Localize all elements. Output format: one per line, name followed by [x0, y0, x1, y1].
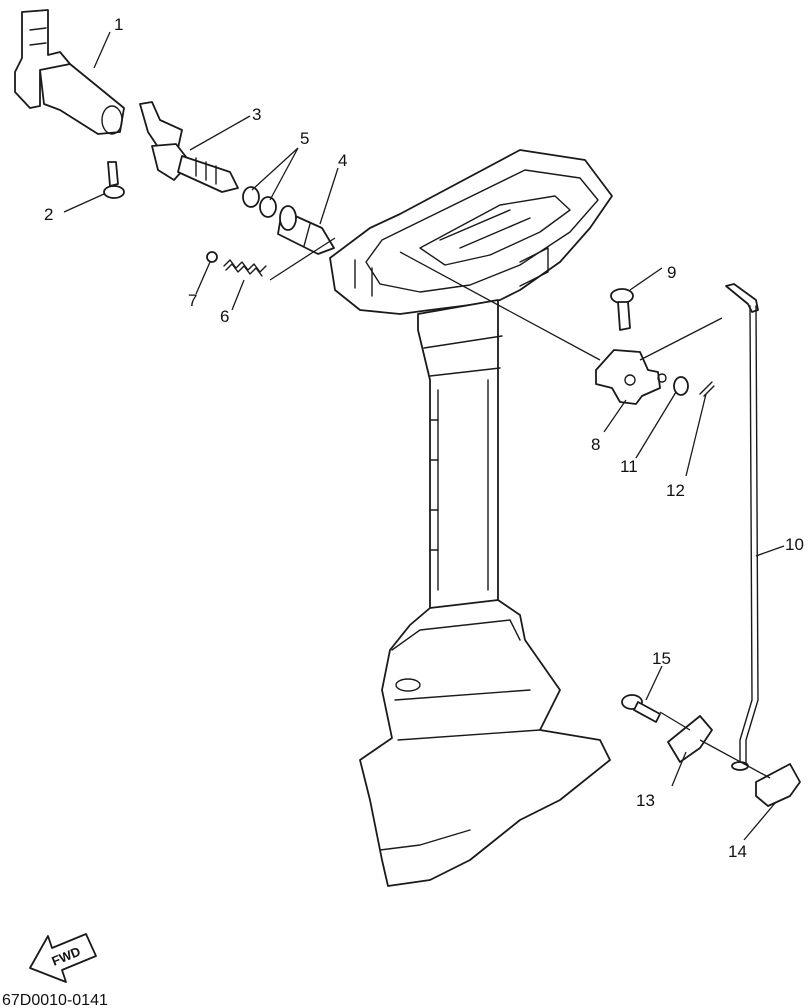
- bushing-part-4: [277, 205, 335, 255]
- bolt-part-2: [103, 161, 125, 199]
- ball-part-7: [206, 251, 218, 263]
- drive-shaft-housing: [329, 149, 613, 887]
- bolt-part-15: [621, 694, 661, 723]
- callout-2: 2: [44, 205, 53, 224]
- callout-12: 12: [666, 481, 685, 500]
- fwd-arrow: FWD: [29, 933, 97, 983]
- callout-4: 4: [338, 151, 347, 170]
- drawing-code: 67D0010-0141: [2, 992, 108, 1008]
- callout-5: 5: [300, 129, 309, 148]
- shift-rod-part-10: [725, 283, 759, 771]
- callout-leaders: [63, 31, 785, 841]
- bolt-part-9: [610, 288, 634, 331]
- callout-3: 3: [252, 105, 261, 124]
- callout-14: 14: [728, 842, 747, 861]
- callout-labels: 1 2 3 4 5 6 7 8 9 10 11 12 13 14 15: [44, 15, 804, 861]
- washer-part-11: [673, 376, 689, 396]
- bracket-part-8: [595, 349, 667, 405]
- callout-7: 7: [188, 291, 197, 310]
- callout-6: 6: [220, 307, 229, 326]
- callout-11: 11: [620, 457, 638, 476]
- callout-13: 13: [636, 791, 655, 810]
- spring-part-6: [223, 259, 267, 277]
- o-rings-part-5: [242, 186, 277, 218]
- callout-9: 9: [667, 263, 676, 282]
- pin-part-12: [699, 381, 715, 397]
- callout-10: 10: [785, 535, 804, 554]
- callout-8: 8: [591, 435, 600, 454]
- shift-rod-part-3: [139, 101, 239, 193]
- shift-lever-part-1: [14, 9, 125, 135]
- clamp-part-13: [667, 715, 713, 763]
- callout-15: 15: [652, 649, 671, 668]
- assembly-guide-lines: [269, 237, 771, 779]
- callout-1: 1: [114, 15, 123, 34]
- holder-part-14: [755, 763, 801, 807]
